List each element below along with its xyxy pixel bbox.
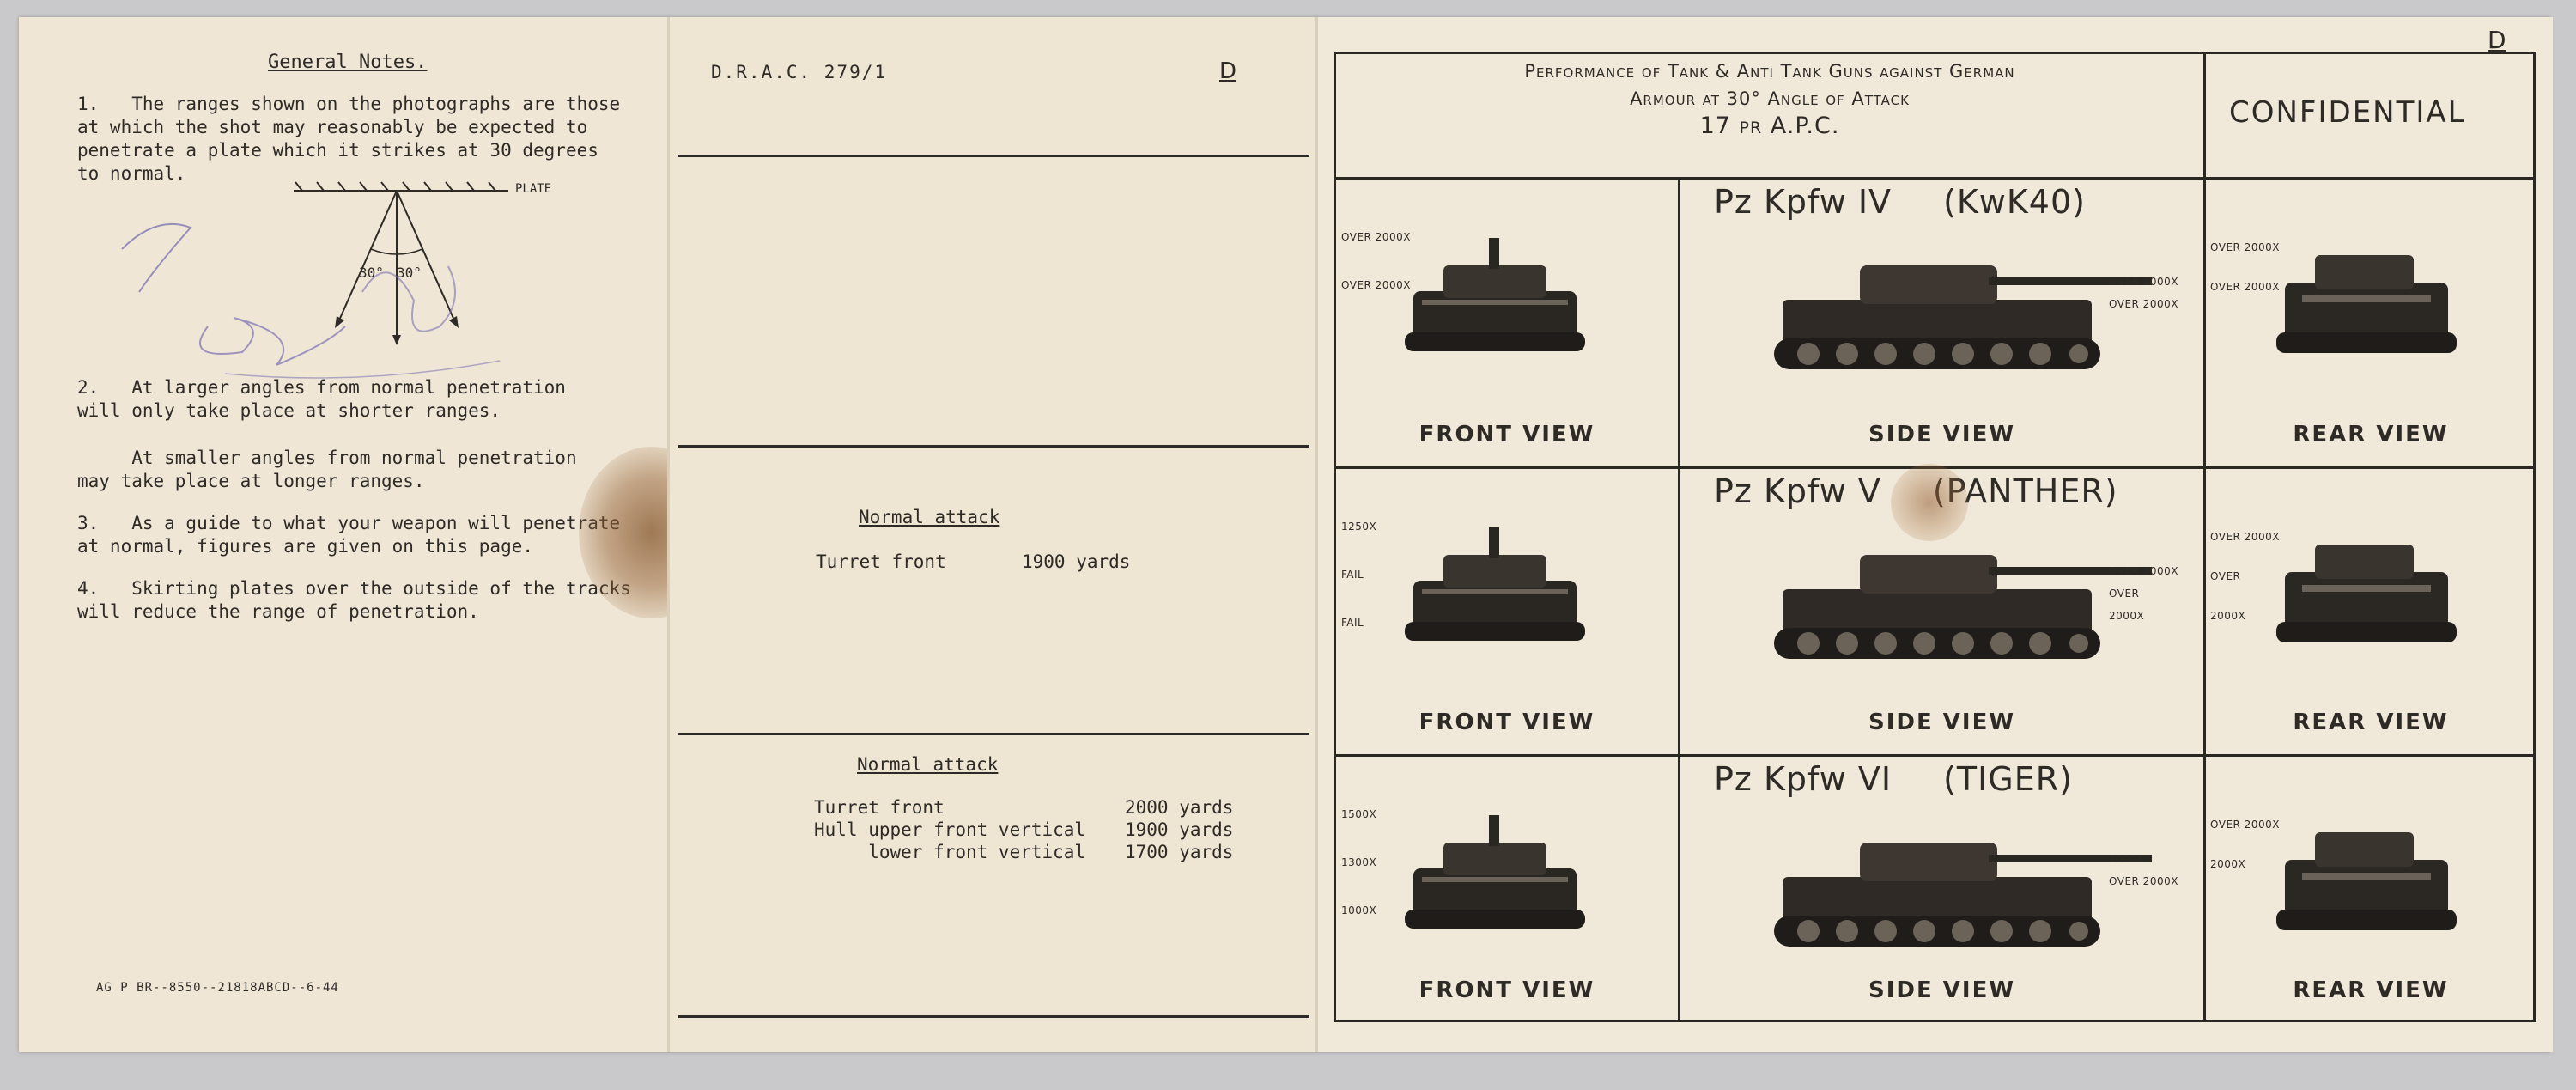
tiger-row-label: Hull upper front vertical — [814, 819, 1086, 840]
armour-grid: Performance of Tank & Anti Tank Guns aga… — [1334, 52, 2536, 1022]
penetration-figures-panel: D.R.A.C. 279/1 D Normal attack Turret fr… — [667, 17, 1318, 1052]
panther-normal-attack-heading: Normal attack — [859, 507, 1000, 527]
front-range-label: 1300x — [1341, 856, 1377, 868]
rear-view-label: REAR VIEW — [2293, 422, 2449, 448]
side-range-label: OVER 2000x — [2109, 565, 2178, 577]
tank-alias: (TIGER) — [1943, 760, 2073, 798]
general-notes-title: General Notes. — [268, 52, 428, 73]
tank-front-photo — [1405, 527, 1585, 641]
front-view-label: FRONT VIEW — [1419, 709, 1595, 735]
divider — [678, 733, 1309, 735]
chart-title-line-2: Armour at 30° Angle of Attack — [1630, 88, 1910, 109]
angle-left-label: 30° — [359, 265, 384, 281]
grid-line — [1336, 177, 2533, 180]
divider — [678, 155, 1309, 157]
coffee-stain — [1891, 464, 1968, 541]
front-range-label: 1500x — [1341, 808, 1377, 820]
tank-front-photo — [1405, 815, 1585, 929]
grid-line — [1678, 177, 1680, 1022]
side-range-label: OVER 2000x — [2109, 276, 2178, 288]
rear-range-label: 2000x — [2210, 610, 2246, 622]
grid-line — [1336, 754, 2533, 757]
side-view-label: SIDE VIEW — [1868, 977, 2016, 1003]
pencil-scribble — [121, 222, 501, 379]
tiger-row-value: 2000 yards — [1125, 797, 1234, 818]
note-1: 1. The ranges shown on the photographs a… — [77, 94, 621, 184]
tank-rear-photo — [2276, 545, 2457, 642]
tiger-row-value: 1700 yards — [1125, 842, 1234, 862]
front-range-label: 1000x — [1341, 904, 1377, 916]
rear-range-label: 2000x — [2210, 858, 2246, 870]
divider — [678, 1015, 1309, 1018]
angle-right-label: 30° — [397, 265, 422, 281]
tank-name-pz4: Pz Kpfw IV (KwK40) — [1714, 183, 2086, 221]
front-range-label: OVER 2000x — [1341, 279, 1411, 291]
divider — [678, 445, 1309, 448]
front-range-label: FAIL — [1341, 569, 1364, 581]
side-range-label: 2000x — [2109, 610, 2145, 622]
tank-model: Pz Kpfw V — [1714, 472, 1881, 510]
tiger-normal-attack-heading: Normal attack — [857, 754, 999, 775]
note-3: 3. As a guide to what your weapon will p… — [77, 513, 621, 557]
rear-range-label: OVER 2000x — [2210, 281, 2280, 293]
rear-view-label: REAR VIEW — [2293, 709, 2449, 735]
side-view-label: SIDE VIEW — [1868, 422, 2016, 448]
tiger-row-value: 1900 yards — [1125, 819, 1234, 840]
front-range-label: OVER 2000x — [1341, 231, 1411, 243]
document-sheet: General Notes. 1. The ranges shown on th… — [19, 17, 2553, 1052]
tank-alias: (KwK40) — [1943, 183, 2086, 221]
front-range-label: FAIL — [1341, 617, 1364, 629]
angle-of-attack-diagram — [294, 181, 508, 345]
rear-range-label: OVER 2000x — [2210, 531, 2280, 543]
panther-turret-front-label: Turret front — [816, 551, 946, 572]
tank-front-photo — [1405, 238, 1585, 351]
document-reference: D.R.A.C. 279/1 — [711, 62, 888, 82]
grid-line — [2203, 54, 2206, 1022]
note-2b: At smaller angles from normal penetratio… — [77, 448, 577, 491]
tank-side-photo — [1774, 555, 2152, 659]
side-range-label: 2000x — [2109, 853, 2145, 865]
section-letter: D — [1219, 58, 1237, 84]
side-range-label: OVER — [2109, 588, 2140, 600]
rear-range-label: OVER — [2210, 570, 2241, 582]
front-range-label: 1250x — [1341, 521, 1377, 533]
side-range-label: OVER 2000x — [2109, 875, 2178, 887]
tank-rear-photo — [2276, 832, 2457, 930]
front-view-label: FRONT VIEW — [1419, 422, 1595, 448]
general-notes-panel: General Notes. 1. The ranges shown on th… — [19, 17, 667, 1052]
tiger-row-label: Turret front — [814, 797, 945, 818]
section-letter: D — [2488, 26, 2506, 54]
note-2: 2. At larger angles from normal penetrat… — [77, 377, 566, 421]
side-range-label: OVER 2000x — [2109, 298, 2178, 310]
tank-name-pz6: Pz Kpfw VI (TIGER) — [1714, 760, 2073, 798]
tank-model: Pz Kpfw VI — [1714, 760, 1893, 798]
classification-label: CONFIDENTIAL — [2229, 95, 2466, 130]
note-4: 4. Skirting plates over the outside of t… — [77, 578, 631, 622]
tank-rear-photo — [2276, 255, 2457, 353]
panther-turret-front-value: 1900 yards — [1022, 551, 1131, 572]
rear-view-label: REAR VIEW — [2293, 977, 2449, 1003]
tank-side-photo — [1774, 843, 2152, 947]
tiger-row-label: lower front vertical — [814, 842, 1086, 862]
tank-model: Pz Kpfw IV — [1714, 183, 1893, 221]
chart-title-line-1: Performance of Tank & Anti Tank Guns aga… — [1524, 61, 2015, 82]
rear-range-label: OVER 2000x — [2210, 819, 2280, 831]
chart-title: Performance of Tank & Anti Tank Guns aga… — [1336, 58, 2203, 140]
chart-title-line-3: 17 pr A.P.C. — [1699, 113, 1840, 139]
plate-label: PLATE — [515, 182, 552, 196]
print-code: AG P BR--8550--21818ABCD--6-44 — [96, 981, 339, 995]
tank-side-photo — [1774, 265, 2152, 369]
front-view-label: FRONT VIEW — [1419, 977, 1595, 1003]
rear-range-label: OVER 2000x — [2210, 241, 2280, 253]
side-view-label: SIDE VIEW — [1868, 709, 2016, 735]
